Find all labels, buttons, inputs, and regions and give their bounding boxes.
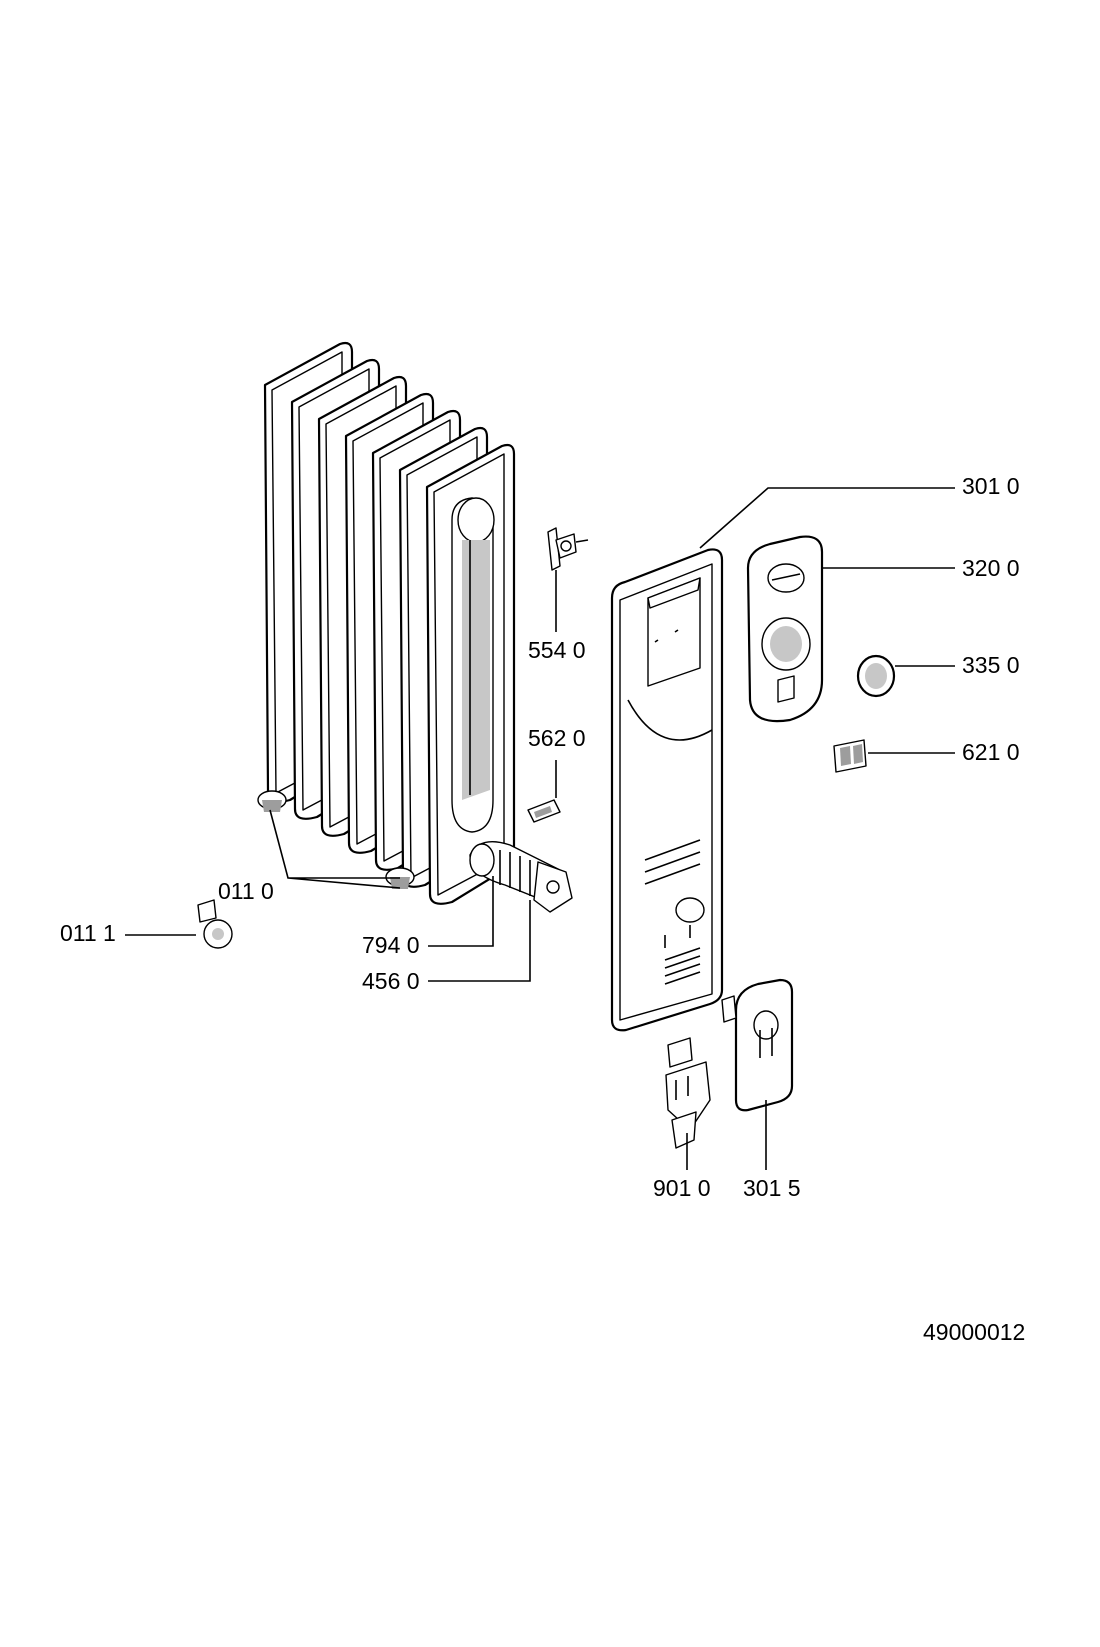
- caster-011-1: [197, 899, 233, 949]
- label-011-0: 011 0: [218, 878, 274, 904]
- label-562-0: 562 0: [528, 725, 586, 751]
- label-320-0: 320 0: [962, 555, 1020, 581]
- label-456-0: 456 0: [362, 968, 420, 994]
- label-794-0: 794 0: [362, 932, 420, 958]
- knob-335: [856, 654, 896, 698]
- control-panel-320: [746, 535, 824, 723]
- label-011-1: 011 1: [60, 920, 116, 946]
- leader-lines: [125, 487, 955, 1170]
- label-901-0: 901 0: [653, 1175, 711, 1201]
- document-code: 49000012: [923, 1319, 1026, 1345]
- label-335-0: 335 0: [962, 652, 1020, 678]
- bracket-901: [665, 1037, 711, 1149]
- label-301-0: 301 0: [962, 473, 1020, 499]
- front-panel-301: [610, 548, 724, 1032]
- switch-621: [833, 739, 867, 773]
- part-562-connector: [527, 799, 561, 823]
- label-621-0: 621 0: [962, 739, 1020, 765]
- label-554-0: 554 0: [528, 637, 586, 663]
- label-301-5: 301 5: [743, 1175, 801, 1201]
- cover-301-5: [721, 978, 794, 1112]
- radiator-fins: [257, 341, 516, 905]
- heating-element: [469, 841, 573, 913]
- part-554-thermostat: [547, 527, 589, 571]
